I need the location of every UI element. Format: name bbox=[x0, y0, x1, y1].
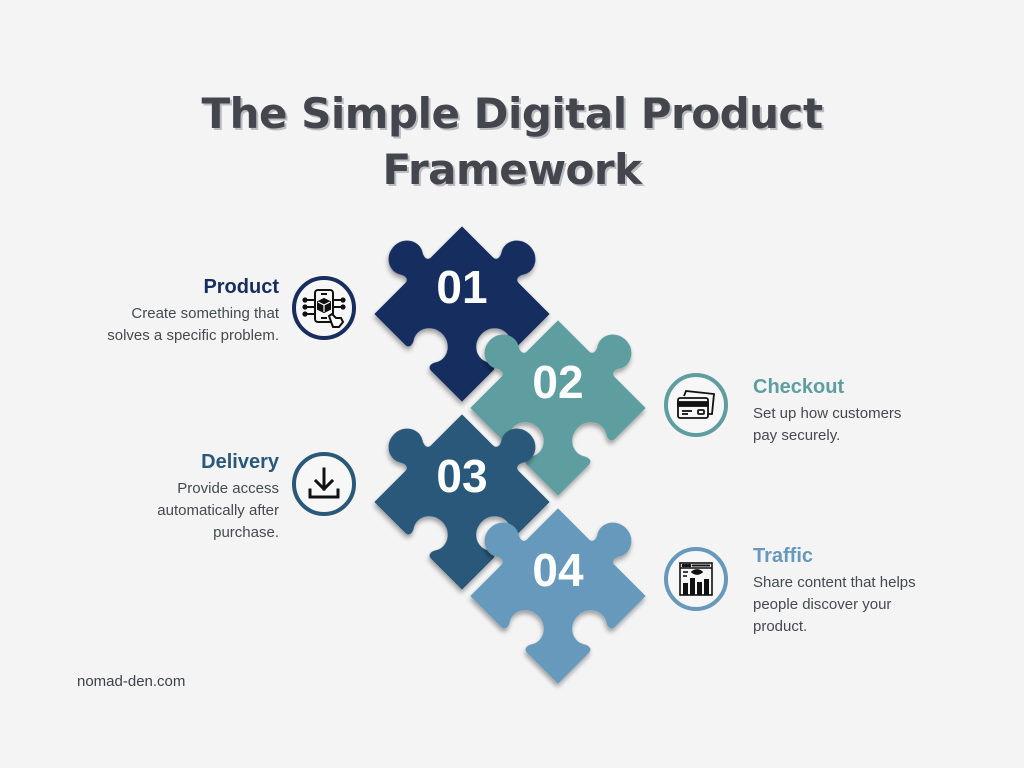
step-description: Share content that helps people discover… bbox=[753, 574, 916, 635]
page-title: The Simple Digital Product Framework bbox=[0, 86, 1024, 198]
title-line-2: Framework bbox=[382, 145, 642, 194]
step-description: Provide access automatically after purch… bbox=[157, 480, 279, 541]
footer-url: nomad-den.com bbox=[77, 673, 186, 690]
step-heading: Product bbox=[203, 276, 279, 298]
step-heading: Traffic bbox=[753, 545, 814, 567]
traffic-icon-ring bbox=[664, 547, 728, 611]
piece-number-02: 02 bbox=[532, 356, 583, 408]
product-icon-ring bbox=[292, 276, 356, 340]
step-delivery: Delivery Provide access automatically af… bbox=[19, 450, 279, 544]
piece-number-03: 03 bbox=[436, 450, 487, 502]
title-line-1: The Simple Digital Product bbox=[201, 89, 823, 138]
step-heading: Checkout bbox=[753, 376, 845, 398]
step-traffic: Traffic Share content that helps people … bbox=[753, 544, 993, 638]
delivery-icon-ring bbox=[292, 452, 356, 516]
download-icon bbox=[308, 467, 340, 499]
smartphone-cube-icon bbox=[302, 289, 346, 328]
step-product: Product Create something that solves a s… bbox=[19, 275, 279, 347]
credit-card-icon bbox=[677, 390, 715, 419]
step-heading: Delivery bbox=[201, 451, 279, 473]
checkout-icon-ring bbox=[664, 373, 728, 437]
piece-number-04: 04 bbox=[532, 544, 584, 596]
step-description: Create something that solves a specific … bbox=[107, 305, 279, 344]
step-checkout: Checkout Set up how customers pay secure… bbox=[753, 375, 993, 447]
analytics-dashboard-icon bbox=[679, 562, 713, 596]
piece-number-01: 01 bbox=[436, 261, 487, 313]
step-description: Set up how customers pay securely. bbox=[753, 405, 902, 444]
